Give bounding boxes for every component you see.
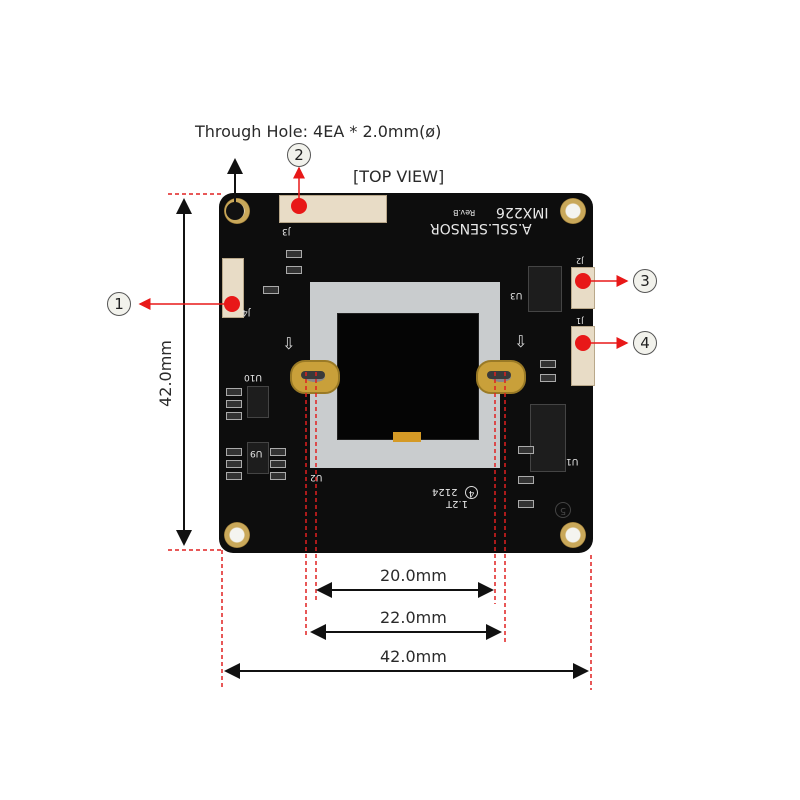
smd-pad [518,500,534,508]
callout-2: 2 [287,143,311,167]
chip-u1 [530,404,566,472]
width-dimension-label: 42.0mm [380,647,447,666]
smd-pad [286,250,302,258]
smd-pad [540,360,556,368]
mounting-hole-bottom-left [224,522,250,548]
callout-4: 4 [633,331,657,355]
smd-pad [518,446,534,454]
smd-pad [270,460,286,468]
through-hole-pointer-dot [226,202,244,220]
smd-pad [518,476,534,484]
smd-pad [226,388,242,396]
sensor-flex-tab [393,432,421,442]
smd-pad [226,472,242,480]
lens-mount-slot-left [290,360,340,394]
smd-pad [226,448,242,456]
top-view-label: [TOP VIEW] [353,167,445,186]
smd-pad [263,286,279,294]
smd-pad [226,460,242,468]
smd-pad [270,472,286,480]
mounting-hole-bottom-right [560,522,586,548]
inner-span-dimension-label: 20.0mm [380,566,447,585]
down-arrow-icon: ⇩ [282,334,296,353]
smd-pad [226,412,242,420]
callout-3: 3 [633,269,657,293]
smd-pad [226,400,242,408]
through-hole-note: Through Hole: 4EA * 2.0mm(ø) [195,122,442,141]
smd-pad [270,448,286,456]
mounting-hole-top-right [560,198,586,224]
smd-pad [540,374,556,382]
chip-u9 [247,442,269,474]
callout-1: 1 [107,292,131,316]
chip-u3 [528,266,562,312]
height-dimension-label: 42.0mm [155,340,175,407]
chip-u10 [247,386,269,418]
outer-span-dimension-label: 22.0mm [380,608,447,627]
image-sensor-chip [337,313,479,440]
smd-pad [286,266,302,274]
down-arrow-icon: ⇩ [514,332,528,351]
lens-mount-slot-right [476,360,526,394]
